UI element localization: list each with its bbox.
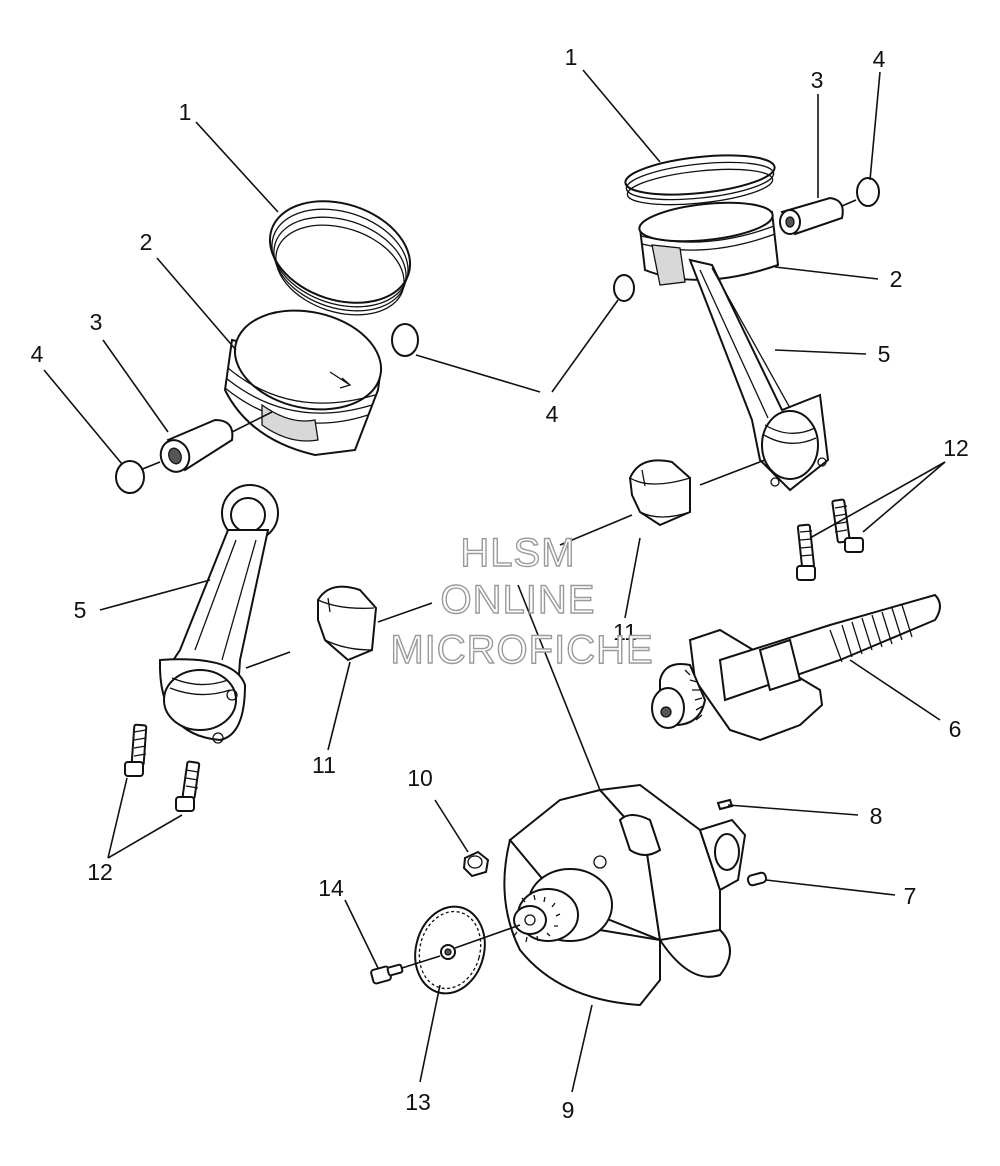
callout-12-right: 12 (943, 435, 969, 461)
left-connecting-rod (158, 484, 279, 744)
timing-gear (414, 905, 486, 995)
watermark-line-2: ONLINE (441, 578, 596, 622)
callout-5-left: 5 (74, 597, 87, 623)
right-rod-centerline (699, 459, 766, 486)
callout-3-right: 3 (811, 67, 824, 93)
callout-6: 6 (949, 716, 962, 742)
left-bearing-centerline (377, 602, 433, 623)
plug-nut (462, 850, 490, 878)
left-bearing-shell (317, 585, 378, 662)
callout-4-center: 4 (546, 401, 559, 427)
callout-14: 14 (318, 875, 344, 901)
callout-10: 10 (407, 765, 433, 791)
callout-11-left: 11 (312, 752, 336, 778)
watermark-line-1: HLSM (460, 531, 575, 575)
callout-4-right: 4 (873, 46, 886, 72)
balance-shaft (651, 593, 941, 742)
callout-1-left: 1 (179, 99, 192, 125)
callout-7: 7 (904, 883, 917, 909)
watermark-line-3: MICROFICHE (390, 628, 653, 672)
left-rod-centerline (245, 651, 291, 669)
gear-bolt (370, 955, 441, 985)
callout-13: 13 (405, 1089, 431, 1115)
callout-8: 8 (870, 803, 883, 829)
callout-12-left: 12 (87, 859, 113, 885)
leader-lines (43, 69, 946, 1093)
right-piston-pin (779, 196, 857, 236)
left-piston-pin (139, 411, 273, 473)
callout-11-right: 11 (613, 619, 637, 645)
callout-9: 9 (562, 1097, 575, 1123)
callout-3-left: 3 (90, 309, 103, 335)
callout-2-right: 2 (890, 266, 903, 292)
left-rod-bolts (124, 723, 201, 812)
right-connecting-rod (688, 258, 830, 492)
left-snap-ring-outer (115, 460, 145, 494)
right-snap-ring-outer (856, 177, 880, 207)
dowel-pin (746, 871, 768, 887)
right-piston-rings (624, 154, 776, 206)
right-bearing-shell (628, 459, 691, 527)
left-snap-ring-inner (391, 323, 419, 357)
callout-2-left: 2 (140, 229, 153, 255)
right-piston (638, 201, 780, 286)
left-piston (223, 309, 383, 457)
right-rod-bolts (796, 498, 864, 581)
watermark: HLSM ONLINE MICROFICHE (390, 530, 654, 672)
callout-4-left: 4 (31, 341, 44, 367)
left-piston-rings (268, 200, 412, 316)
right-snap-ring-inner (613, 274, 635, 302)
crankshaft (503, 783, 761, 1007)
gear-centerline (454, 924, 521, 949)
callout-1-right: 1 (565, 44, 578, 70)
callout-5-right: 5 (878, 341, 891, 367)
right-bearing-centerline (559, 514, 633, 546)
